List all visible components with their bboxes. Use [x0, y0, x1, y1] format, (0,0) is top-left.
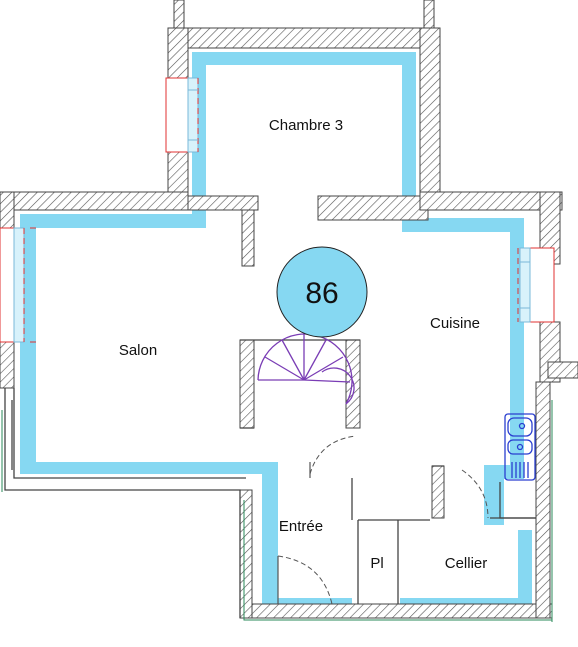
stair-step [281, 339, 305, 381]
wall-stub-right [423, 0, 435, 29]
wall-stair-right [345, 339, 361, 429]
wall-cellier-stub [431, 465, 445, 519]
stair-inner-arc [321, 367, 355, 405]
window-salon [0, 227, 36, 343]
wall-top-chambre [167, 27, 441, 49]
wall-right-lower [535, 381, 551, 619]
door-swings [277, 435, 489, 605]
wall-stair-left [239, 339, 255, 429]
room-label-cuisine: Cuisine [430, 315, 480, 332]
wall-top-salon-inner [187, 195, 259, 211]
area-badge-circle [276, 246, 368, 338]
door-leaves [277, 462, 311, 604]
door-arc-stair [309, 435, 357, 475]
wall-right-stub [547, 361, 578, 379]
door-arc-entree [277, 555, 333, 605]
floor-band [20, 52, 532, 612]
accent-bottom [243, 500, 552, 621]
room-label-entree: Entrée [279, 518, 323, 535]
stair-step [303, 339, 327, 381]
wall-right-chambre [419, 27, 441, 201]
wall-left-lower [0, 337, 15, 389]
stair-step [303, 356, 344, 381]
door-arc-cuisine [461, 469, 489, 519]
window-cuisine [517, 247, 555, 323]
outline-accents [1, 400, 553, 622]
wall-top-salon [0, 191, 189, 211]
outline-lower-left [4, 388, 241, 618]
interior-lines [4, 339, 536, 618]
area-badge-value: 86 [305, 277, 338, 310]
area-badge: 86 [276, 246, 368, 338]
stair-step [303, 379, 351, 383]
room-label-salon: Salon [119, 342, 157, 359]
wall-bottom [239, 603, 553, 619]
room-label-cellier: Cellier [445, 555, 488, 572]
room-label-pl: Pl [370, 555, 383, 572]
outline-lower-left-inner [13, 388, 246, 479]
cuisine-niche [499, 482, 536, 519]
wall-stub-left [173, 0, 185, 29]
window-chambre [165, 77, 199, 153]
wall-top-cuisine [419, 191, 563, 211]
room-label-chambre: Chambre 3 [269, 117, 343, 134]
wall-salon-partition [241, 209, 255, 267]
stair-step [264, 356, 305, 381]
spiral-staircase [257, 333, 355, 405]
kitchen-sink [504, 413, 536, 481]
windows [0, 77, 555, 343]
wall-entree-left [239, 489, 253, 619]
wall-top-cuisine-inner [317, 195, 429, 221]
